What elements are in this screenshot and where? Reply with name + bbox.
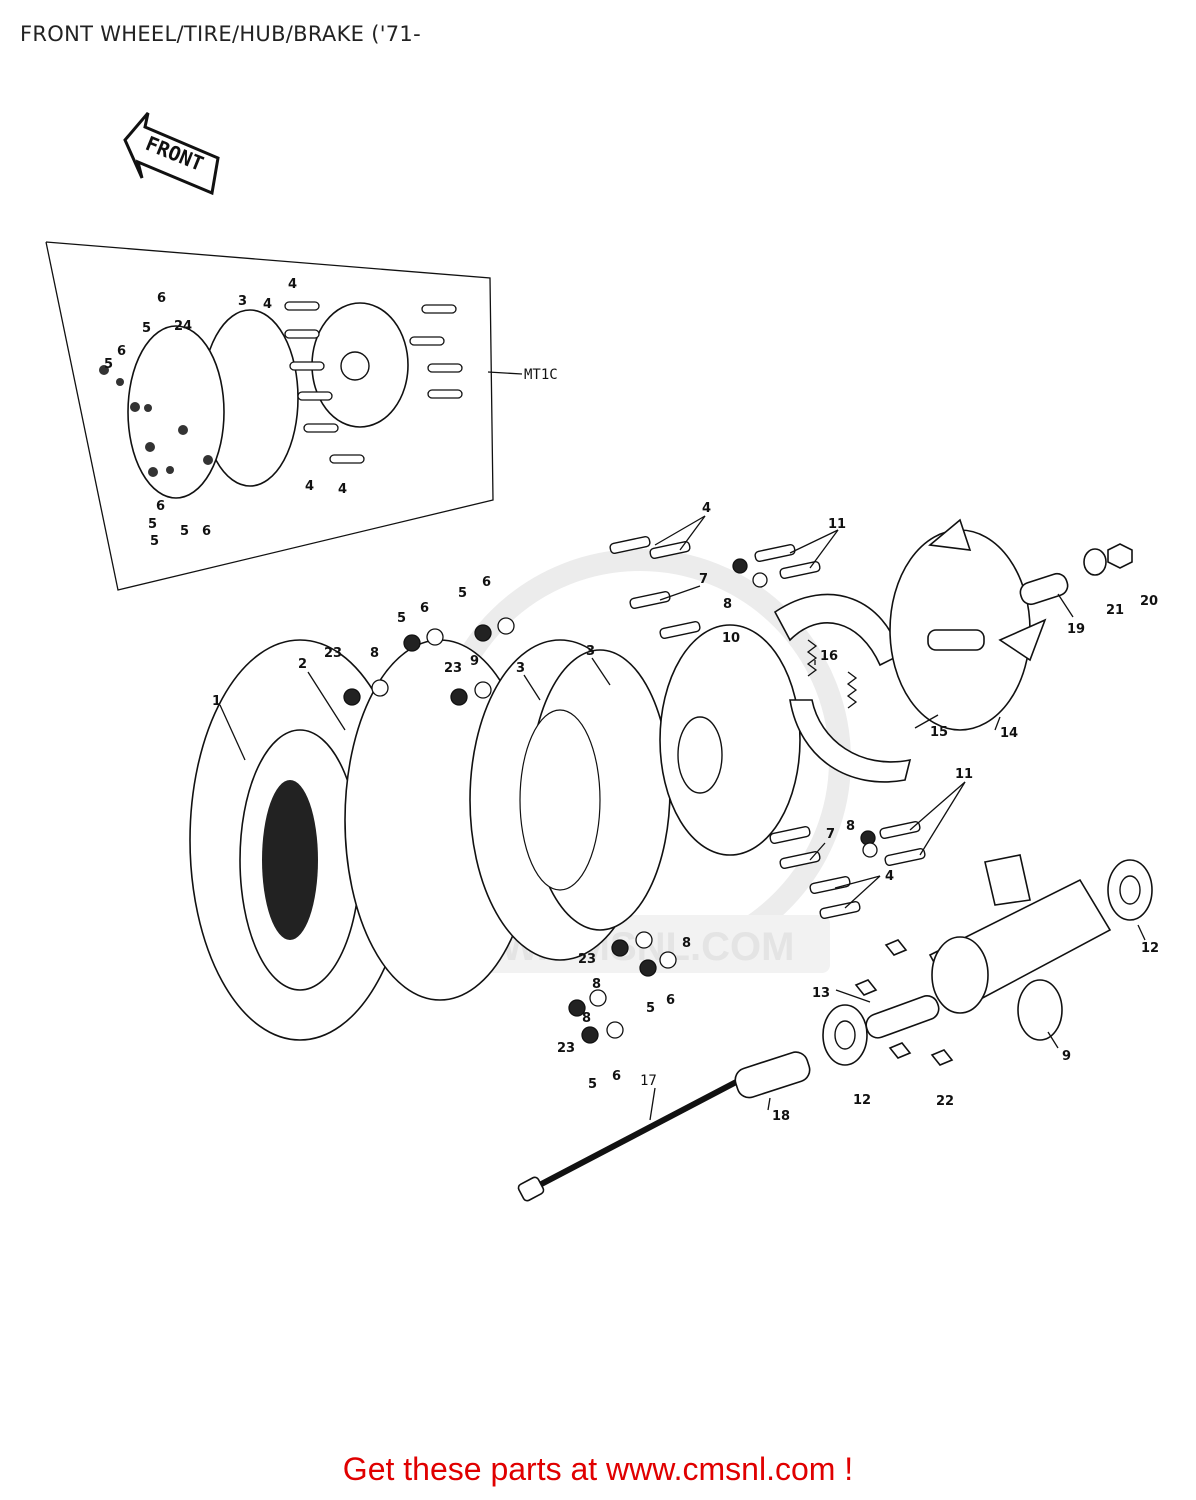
callout-12-b: 12 — [853, 1093, 871, 1108]
brake-panel-part-14 — [889, 518, 1047, 731]
callout-10: 10 — [722, 631, 740, 646]
collar-part-19 — [1019, 572, 1069, 606]
callout-7-a: 7 — [699, 572, 708, 587]
callout-6-b: 6 — [482, 575, 491, 590]
callout-6-c: 6 — [666, 993, 675, 1008]
bearing-part-12 — [822, 859, 1153, 1066]
callout-1: 1 — [212, 694, 221, 709]
callout-4-inset-b: 4 — [263, 297, 272, 312]
callout-19: 19 — [1067, 622, 1085, 637]
callout-9-b: 9 — [1062, 1049, 1071, 1064]
rim-part-3 — [469, 639, 671, 961]
callout-23-b: 23 — [444, 661, 462, 676]
tire-part-1 — [189, 639, 411, 1041]
callout-5-a: 5 — [397, 611, 406, 626]
fork-hub-part-9 — [928, 854, 1112, 1041]
callout-2: 2 — [298, 657, 307, 672]
callout-8-a: 8 — [370, 646, 379, 661]
callout-5-d: 5 — [588, 1077, 597, 1092]
callout-6-d: 6 — [612, 1069, 621, 1084]
callout-16: 16 — [820, 649, 838, 664]
callout-22: 22 — [936, 1094, 954, 1109]
callout-6-inset-c: 6 — [156, 499, 165, 514]
callout-7-b: 7 — [826, 827, 835, 842]
callout-15: 15 — [930, 725, 948, 740]
callout-5-inset-e: 5 — [180, 524, 189, 539]
callout-5-inset-b: 5 — [142, 321, 151, 336]
axle-collar-part-18 — [734, 1051, 811, 1099]
washer-part-21 — [1083, 548, 1107, 576]
nuts-washers-group — [343, 558, 878, 1044]
callout-5-inset-c: 5 — [148, 517, 157, 532]
callout-5-inset-d: 5 — [150, 534, 159, 549]
bolts-group — [609, 535, 926, 920]
callout-23-c: 23 — [578, 952, 596, 967]
callout-5-b: 5 — [458, 586, 467, 601]
callout-4-inset-d: 4 — [338, 482, 347, 497]
callout-8-b: 8 — [723, 597, 732, 612]
callout-4-a: 4 — [702, 501, 711, 516]
callout-20: 20 — [1140, 594, 1158, 609]
callout-4-b: 4 — [885, 869, 894, 884]
callout-6-inset-d: 6 — [202, 524, 211, 539]
leader-lines — [219, 515, 1146, 1121]
callout-9-a: 9 — [470, 654, 479, 669]
callout-21: 21 — [1106, 603, 1124, 618]
callout-6-inset-b: 6 — [117, 344, 126, 359]
callout-11-a: 11 — [828, 517, 846, 532]
callout-6-a: 6 — [420, 601, 429, 616]
callout-17: 17 — [640, 1073, 657, 1089]
callout-8-d: 8 — [682, 936, 691, 951]
callout-5-c: 5 — [646, 1001, 655, 1016]
nut-part-20 — [1107, 543, 1133, 569]
cmsnl-footer-link[interactable]: Get these parts at www.cmsnl.com ! — [342, 1451, 854, 1487]
callout-4-inset-c: 4 — [305, 479, 314, 494]
brake-shoe-part-15 — [773, 593, 912, 783]
callout-23-d: 23 — [557, 1041, 575, 1056]
callout-8-f: 8 — [582, 1011, 591, 1026]
callout-5-inset-a: 5 — [104, 357, 113, 372]
grease-nipples-part-22 — [854, 939, 954, 1066]
inset-label: MT1C — [524, 367, 558, 383]
callout-8-e: 8 — [592, 977, 601, 992]
page-title: FRONT WHEEL/TIRE/HUB/BRAKE ('71- — [20, 22, 421, 46]
callout-3-inset: 3 — [238, 294, 247, 309]
callout-14: 14 — [1000, 726, 1018, 741]
hub-drum-part-10 — [659, 624, 801, 856]
callout-6-inset-a: 6 — [157, 291, 166, 306]
callout-8-c: 8 — [846, 819, 855, 834]
callout-11-b: 11 — [955, 767, 973, 782]
spacer-part-13 — [865, 995, 940, 1039]
callout-4-inset-a: 4 — [288, 277, 297, 292]
callout-24: 24 — [174, 319, 192, 334]
callout-3-b: 3 — [586, 644, 595, 659]
axle-part-17 — [517, 1077, 742, 1202]
callout-12-a: 12 — [1141, 941, 1159, 956]
front-arrow-icon: FRONT — [123, 112, 220, 196]
callout-23-a: 23 — [324, 646, 342, 661]
callout-3: 3 — [516, 661, 525, 676]
callout-labels: 1 2 3 3 3 4 4 4 4 4 4 5 5 5 5 5 5 5 5 5 … — [104, 277, 1159, 1124]
inset-mt1c: MT1C — [45, 241, 558, 591]
callout-13: 13 — [812, 986, 830, 1001]
callout-18: 18 — [772, 1109, 790, 1124]
